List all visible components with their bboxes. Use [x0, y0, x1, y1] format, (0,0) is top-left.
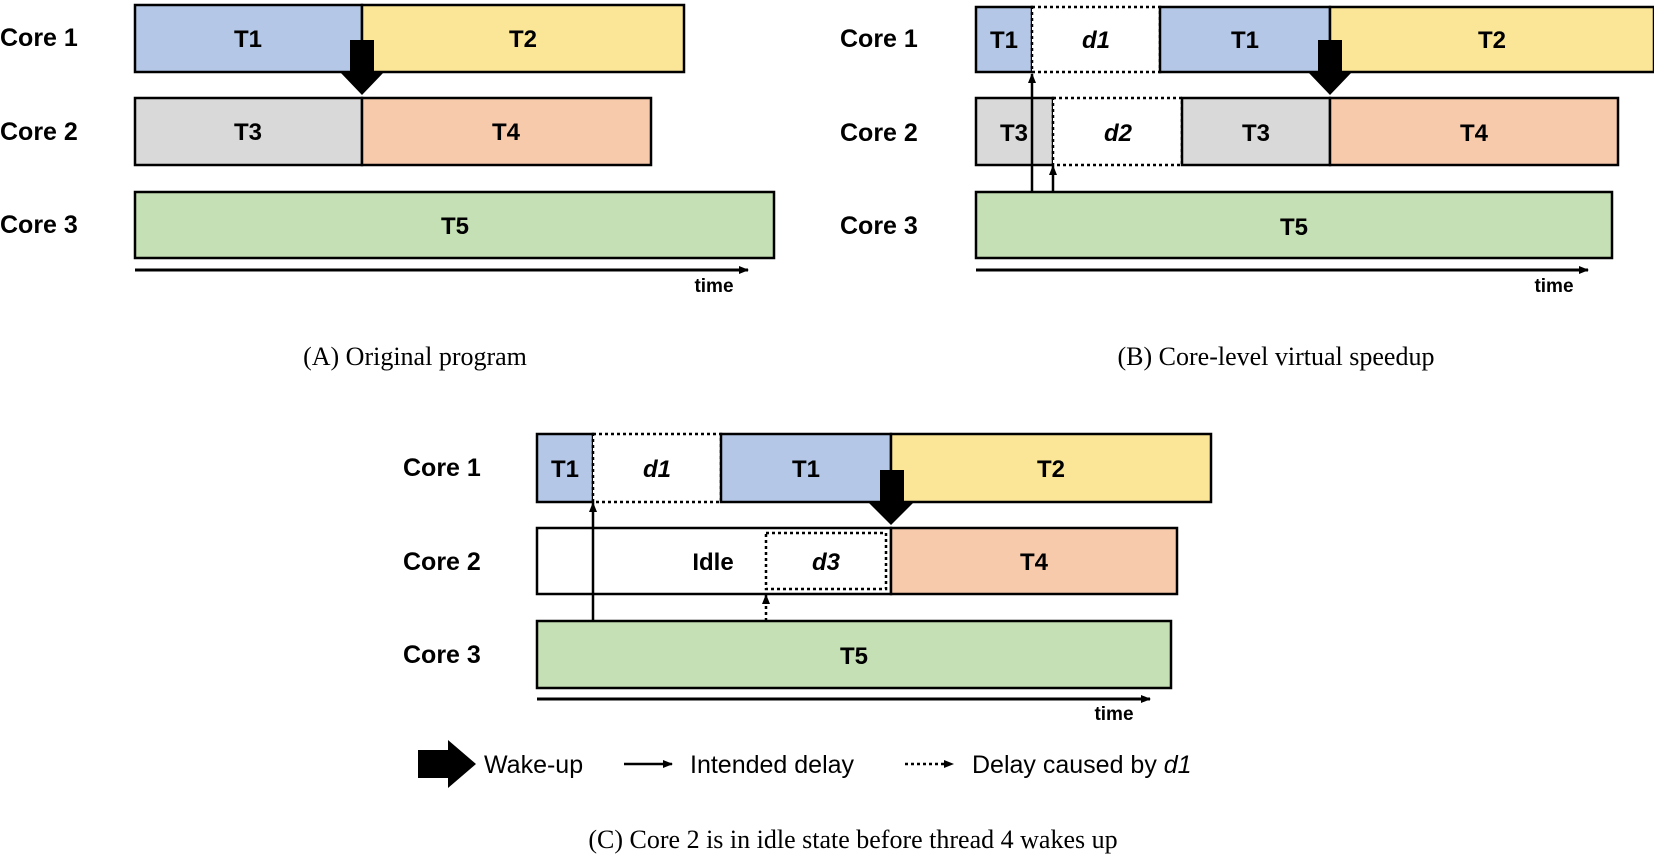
panel-b-core3-label: Core 3: [840, 212, 918, 240]
panel-b-d1-block: [1030, 5, 1162, 74]
panel-c-caption: (C) Core 2 is in idle state before threa…: [588, 825, 1117, 854]
panel-a-time-label: time: [694, 276, 733, 297]
legend-caused-delay-var: d1: [1164, 751, 1192, 779]
legend-caused-delay-text: Delay caused by: [972, 751, 1157, 779]
panel-b-t1a-label: T1: [990, 27, 1018, 54]
panel-b-d2-label: d2: [1104, 120, 1133, 147]
panel-c-t1a-block: [535, 432, 595, 504]
legend: Wake-up Intended delay Delay caused by d…: [418, 740, 1192, 788]
panel-a-t3-block: [133, 96, 364, 167]
legend-intended-delay-label: Intended delay: [690, 751, 855, 779]
panel-b-core2-label: Core 2: [840, 119, 918, 147]
panel-c-t2-block: [889, 432, 1213, 504]
panel-b-t3b-label: T3: [1242, 120, 1270, 147]
panel-b-wakeup-arrow: [1308, 40, 1352, 95]
panel-c-t2-label: T2: [1037, 456, 1065, 483]
panel-b-t5-block: [974, 190, 1614, 260]
panel-c-t1b-label: T1: [792, 456, 820, 483]
panel-b-t4-label: T4: [1460, 120, 1489, 147]
panel-a: Core 1 Core 2 Core 3 T1 T2 T3 T4 T5 time…: [0, 3, 776, 371]
panel-a-t3-label: T3: [234, 119, 262, 146]
panel-c-t4-block: [889, 526, 1179, 596]
panel-b-t2-block: [1328, 5, 1654, 74]
panel-c-d1-label: d1: [643, 456, 671, 483]
panel-a-core3-label: Core 3: [0, 211, 78, 239]
panel-c-core2-label: Core 2: [403, 548, 481, 576]
panel-a-t1-block: [133, 3, 364, 74]
panel-a-wakeup-arrow: [340, 40, 384, 95]
panel-c-d3-label: d3: [812, 549, 841, 576]
panel-b-t3a-block: [974, 96, 1055, 167]
panel-b-time-label: time: [1534, 276, 1573, 297]
panel-c-t1a-label: T1: [551, 456, 579, 483]
panel-b-t3b-block: [1180, 96, 1332, 167]
panel-c-idle-label: Idle: [692, 549, 733, 576]
panel-b-t1b-block: [1158, 5, 1332, 74]
panel-a-t4-label: T4: [492, 119, 521, 146]
panel-c-t1b-block: [719, 432, 893, 504]
panel-c-wakeup-arrow: [868, 470, 914, 525]
panel-c-t4-label: T4: [1020, 549, 1049, 576]
panel-b-t2-label: T2: [1478, 27, 1506, 54]
panel-c-core3-label: Core 3: [403, 641, 481, 669]
panel-b-t3a-label: T3: [1000, 120, 1028, 147]
panel-b-t4-block: [1328, 96, 1620, 167]
legend-caused-delay-label: Delay caused by d1: [972, 751, 1192, 779]
panel-c-time-label: time: [1094, 704, 1133, 725]
panel-a-t5-block: [133, 190, 776, 260]
panel-c-t5-block: [535, 619, 1173, 690]
panel-b-d1-label: d1: [1082, 27, 1110, 54]
panel-b-t5-label: T5: [1280, 214, 1308, 241]
panel-a-t5-label: T5: [441, 213, 469, 240]
panel-a-core1-label: Core 1: [0, 24, 78, 52]
panel-a-t2-block: [360, 3, 686, 74]
panel-b-caption: (B) Core-level virtual speedup: [1118, 342, 1435, 371]
legend-wakeup-label: Wake-up: [484, 751, 583, 779]
panel-b-t1b-label: T1: [1231, 27, 1259, 54]
panel-a-core2-label: Core 2: [0, 118, 78, 146]
panel-c-core1-label: Core 1: [403, 454, 481, 482]
panel-c-t5-label: T5: [840, 643, 868, 670]
panel-a-t2-label: T2: [509, 26, 537, 53]
panel-c-d3-block: [764, 531, 888, 591]
panel-c: Core 1 Core 2 Core 3 T1 d1 T1 T2 Idle d3…: [403, 432, 1213, 725]
panel-a-t1-label: T1: [234, 26, 262, 53]
legend-wakeup-icon: [418, 740, 476, 788]
panel-a-t4-block: [360, 96, 653, 167]
panel-b-core1-label: Core 1: [840, 25, 918, 53]
panel-a-caption: (A) Original program: [303, 342, 527, 371]
panel-b-t1a-block: [974, 5, 1034, 74]
panel-b: Core 1 Core 2 Core 3 T1 d1 T1 T2 T3 d2 T…: [840, 5, 1654, 371]
